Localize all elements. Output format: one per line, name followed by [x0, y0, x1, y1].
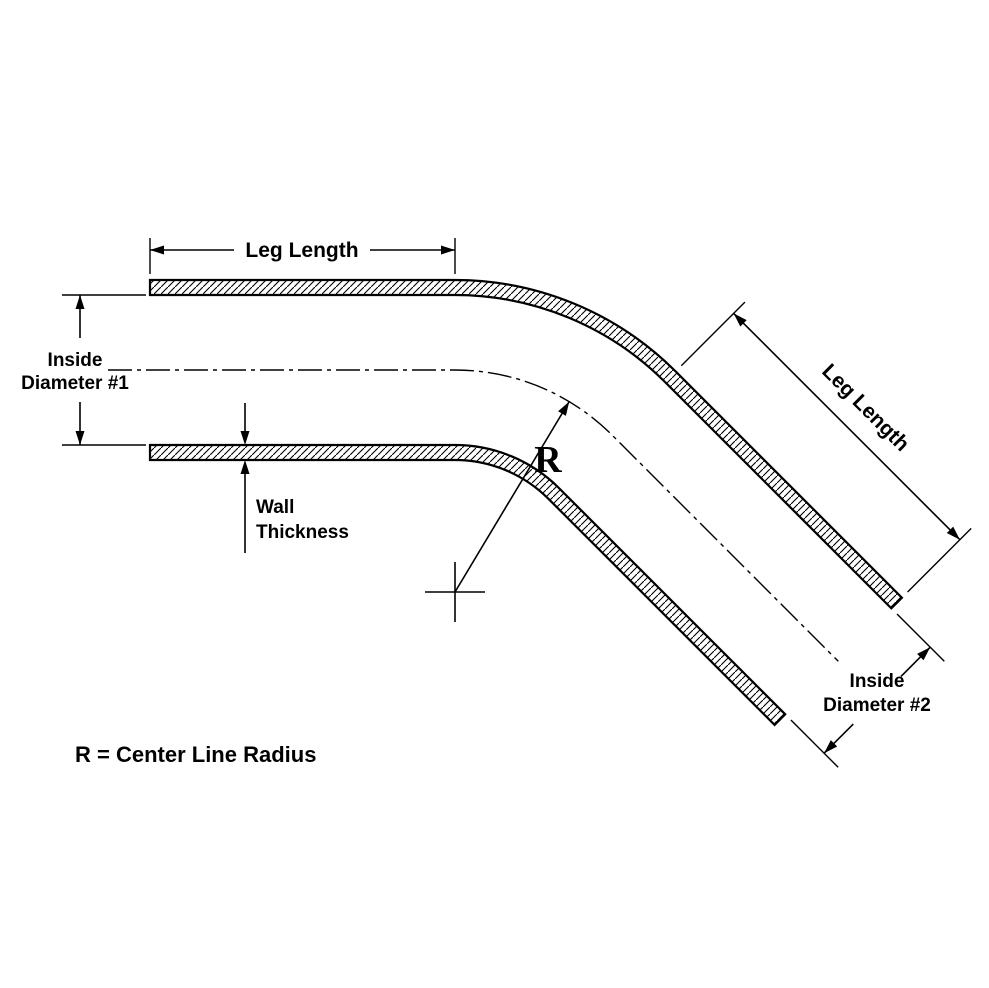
top-leg-length-arrow-left — [150, 245, 164, 255]
wall-thickness-label-line1: Wall — [256, 497, 294, 518]
tube-cross-section — [148, 278, 904, 727]
lower-wall — [148, 443, 787, 727]
diagonal-leg-length-label: Leg Length — [817, 360, 913, 456]
diagonal-leg-length-arrow-start — [733, 313, 747, 327]
inside-diameter-2-label-line1: Inside — [850, 671, 905, 692]
radius-dimension: R — [454, 401, 570, 593]
inside-diameter-1-dimension: Inside Diameter #1 — [21, 294, 146, 446]
wall-thickness-arrow-up — [240, 460, 250, 474]
top-leg-length-label: Leg Length — [245, 239, 358, 262]
radius-label: R — [534, 439, 562, 481]
upper-wall — [148, 278, 904, 610]
wall-thickness-arrow-down — [240, 431, 250, 445]
inside-diameter-1-label-line2: Diameter #1 — [21, 373, 129, 394]
inside-diameter-2-arrow-down — [824, 740, 838, 754]
inside-diameter-2-arrow-up — [917, 647, 931, 661]
legend-text: R = Center Line Radius — [75, 742, 316, 767]
wall-thickness-dimension: Wall Thickness — [240, 403, 349, 553]
inside-diameter-1-label-line1: Inside — [48, 350, 103, 371]
diagonal-leg-length-dimension: Leg Length — [680, 301, 972, 593]
diagonal-leg-length-arrow-end — [946, 526, 960, 540]
inside-diameter-2-dimension: Inside Diameter #2 — [790, 613, 945, 768]
center-line — [108, 369, 839, 662]
top-leg-length-dimension: Leg Length — [149, 238, 456, 274]
radius-arrowhead — [558, 401, 570, 416]
inside-diameter-2-label-line2: Diameter #2 — [823, 695, 931, 716]
top-leg-length-arrow-right — [441, 245, 455, 255]
inside-diameter-1-arrow-down — [75, 431, 85, 445]
inside-diameter-1-arrow-up — [75, 295, 85, 309]
wall-thickness-label-line2: Thickness — [256, 522, 349, 543]
